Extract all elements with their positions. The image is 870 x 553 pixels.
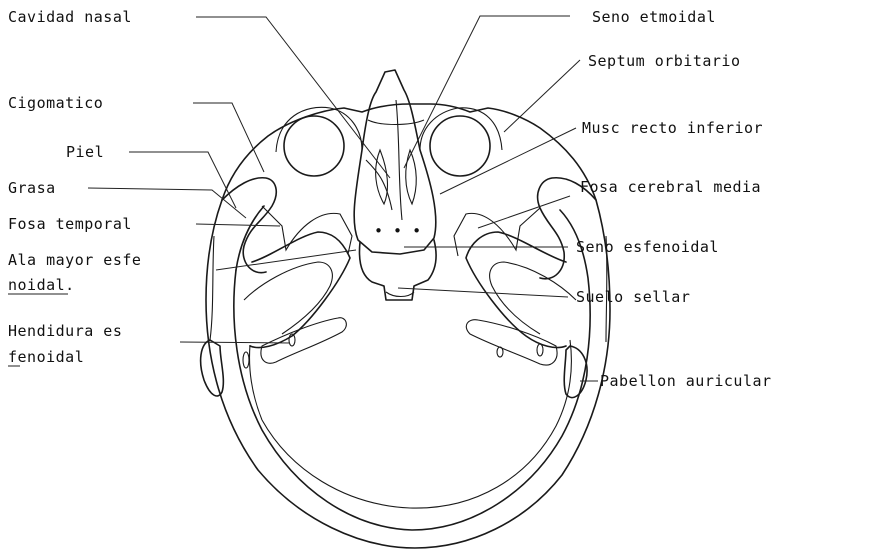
sinus-dots: • • •: [374, 222, 422, 240]
leader-piel: [129, 152, 236, 208]
leader-hendidura: [180, 342, 290, 343]
label-pabellon-auricular: Pabellon auricular: [600, 372, 772, 390]
label-hendidura-line1: Hendidura es: [8, 322, 122, 340]
inner-ear-left: [243, 352, 249, 368]
nasal-turbinate-right: [406, 150, 417, 204]
label-grasa: Grasa: [8, 179, 56, 197]
sella-floor: [386, 292, 414, 297]
leader-fosa-cerebral: [478, 196, 570, 228]
nasal-turbinate-left: [376, 150, 388, 204]
label-ala-mayor-line1: Ala mayor esfe: [8, 251, 141, 269]
label-ala-mayor-line2: noidal.: [8, 276, 75, 294]
inner-ear-right: [497, 347, 503, 357]
leader-seno-etmoidal: [404, 16, 570, 168]
leader-lines: [88, 16, 598, 381]
auricle-left: [201, 340, 224, 396]
label-seno-esfenoidal: Seno esfenoidal: [576, 238, 719, 256]
label-fosa-temporal: Fosa temporal: [8, 215, 132, 233]
auricle-right: [564, 346, 587, 398]
label-hendidura-line2: fenoidal: [8, 348, 84, 366]
greater-wing-left: [250, 232, 350, 348]
label-musc-recto-inferior: Musc recto inferior: [582, 119, 763, 137]
label-suelo-sellar: Suelo sellar: [576, 288, 690, 306]
skull-inner-contour: [234, 210, 590, 530]
leader-cigomatico: [193, 103, 264, 172]
leader-fosa-temporal: [196, 224, 280, 226]
petrous-right: [466, 320, 557, 365]
leader-septum-orbitario: [504, 60, 580, 132]
label-fosa-cerebral-media: Fosa cerebral media: [580, 178, 761, 196]
temporal-fossa-right: [490, 262, 576, 334]
label-piel: Piel: [66, 143, 104, 161]
brain-floor-contour-left: [250, 345, 263, 420]
leader-ala-mayor: [216, 250, 356, 270]
leader-grasa: [88, 188, 246, 218]
label-septum-orbitario: Septum orbitario: [588, 52, 741, 70]
skull-outer-contour: [206, 104, 610, 548]
orbit-left: [284, 116, 344, 176]
orbit-right: [430, 116, 490, 176]
label-seno-etmoidal: Seno etmoidal: [592, 8, 716, 26]
temporal-wall-left: [262, 206, 352, 254]
nasal-septum: [396, 100, 402, 220]
skin-left: [210, 236, 214, 340]
label-cavidad-nasal: Cavidad nasal: [8, 8, 132, 26]
ear-canal-right: [537, 344, 543, 356]
leader-musc-recto: [440, 128, 576, 194]
skull-inner-left: [236, 206, 264, 270]
label-cigomatico: Cigomatico: [8, 94, 103, 112]
